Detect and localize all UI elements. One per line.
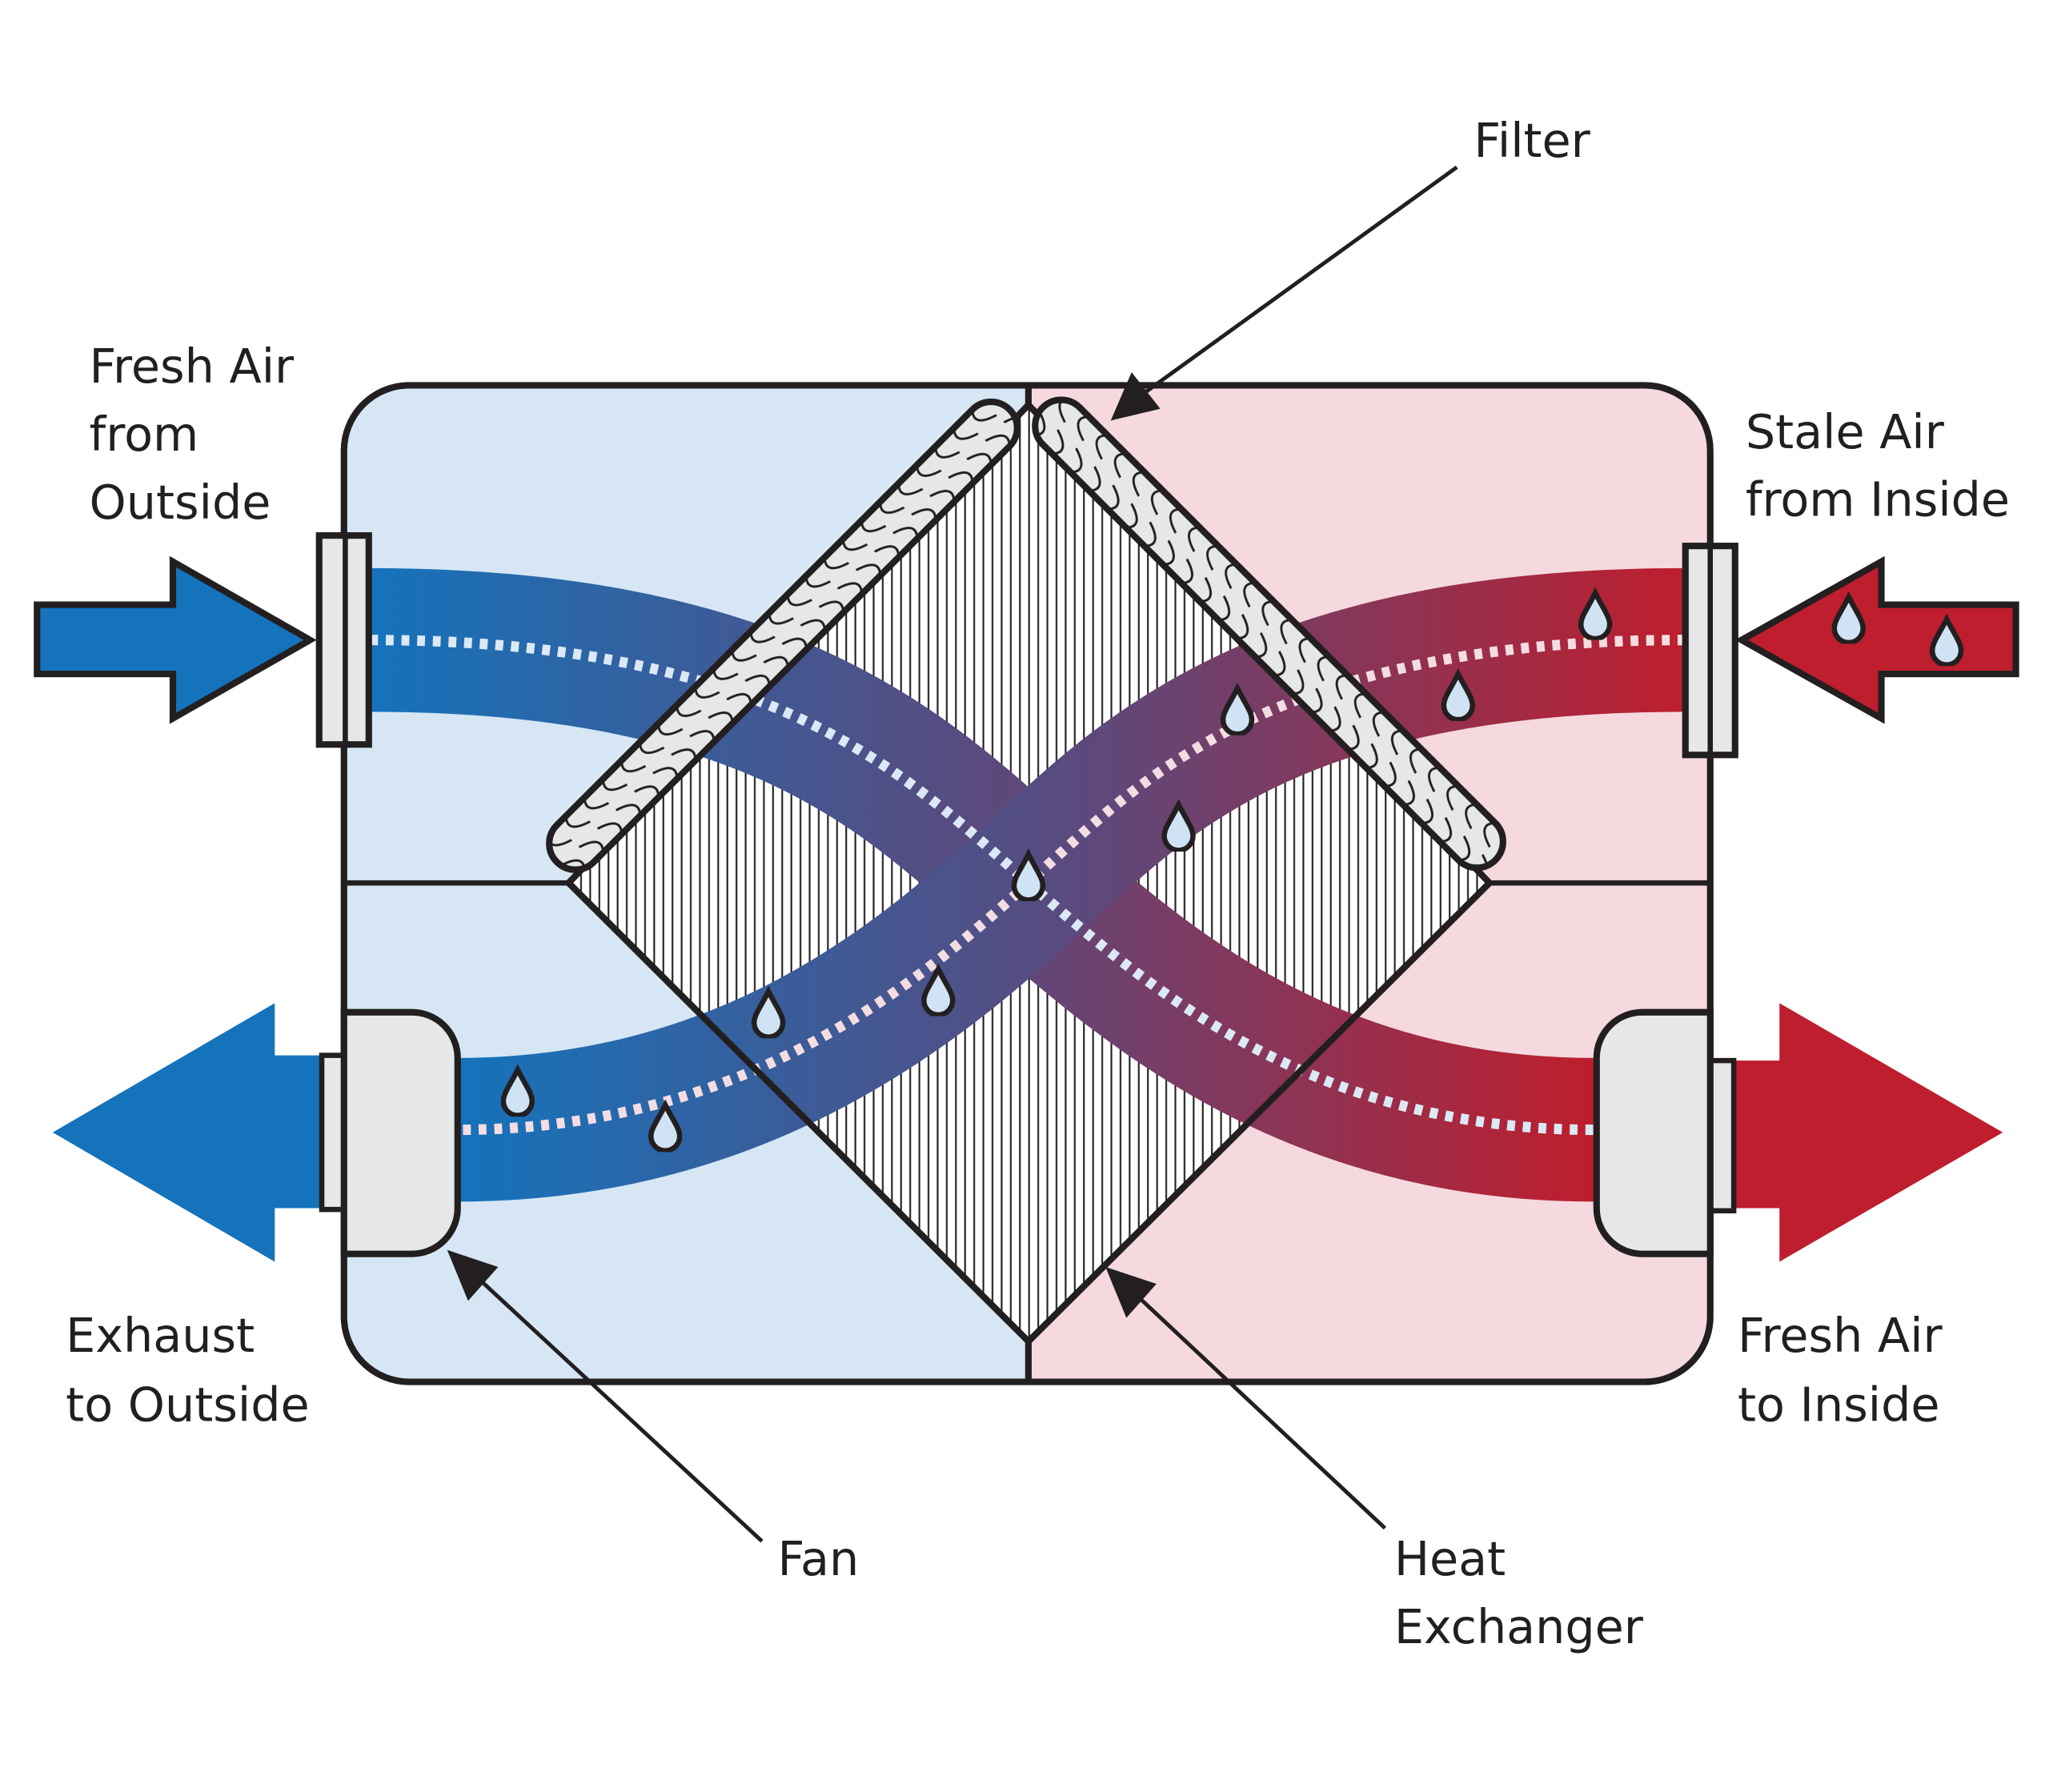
label-stale-air-from-inside: Stale Air from Inside [1746, 404, 2010, 527]
fresh-air-in-arrow [34, 555, 317, 724]
inlet-grille-right [1682, 543, 1738, 759]
leader-lines [447, 165, 1458, 1543]
heat-exchanger-leader [1133, 1291, 1387, 1530]
heat-exchanger-arrowhead-icon [1105, 1266, 1157, 1318]
fan-right [1593, 1008, 1737, 1257]
filter-left [546, 398, 1020, 873]
label-fresh-air-to-inside: Fresh Air to Inside [1738, 1308, 1957, 1432]
label-fan: Fan [778, 1531, 860, 1586]
filter-arrowhead-icon [1110, 372, 1161, 421]
label-heat-exchanger: Heat Exchanger [1394, 1531, 1644, 1654]
fan-left [319, 1008, 461, 1257]
fan-leader [475, 1276, 764, 1543]
fan-arrowhead-icon [447, 1249, 499, 1301]
filter-leader [1135, 165, 1458, 400]
filter [546, 396, 1506, 873]
label-filter: Filter [1474, 113, 1590, 168]
exhaust-out-arrow [52, 1003, 327, 1262]
fresh-air-out-arrow [1724, 1003, 2003, 1262]
label-fresh-air-from-outside: Fresh Air from Outside [90, 339, 309, 530]
stale-air-in-arrow [1734, 555, 2019, 724]
filter-right [1032, 396, 1506, 872]
label-exhaust-to-outside: Exhaust to Outside [66, 1308, 309, 1432]
inlet-grille-left [315, 532, 372, 748]
